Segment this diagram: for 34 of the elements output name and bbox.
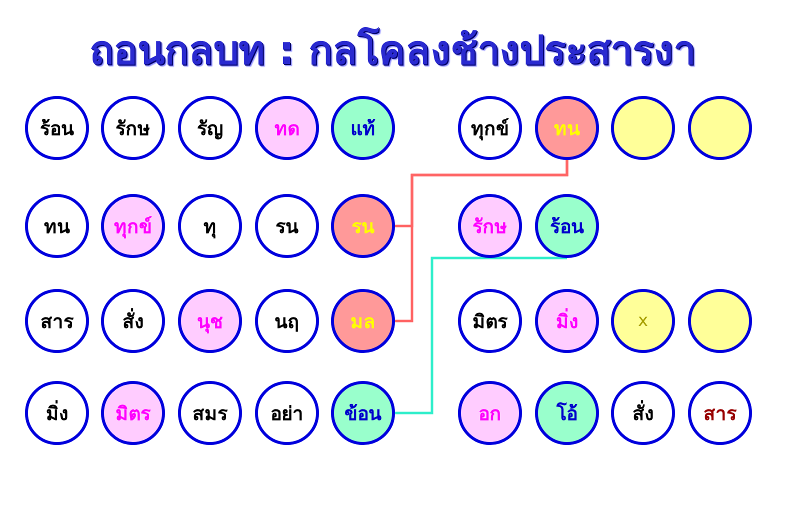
word-circle: มิตร [458, 289, 522, 353]
word-circle: อก [458, 381, 522, 445]
word-circle: นฤ [255, 289, 319, 353]
word-circle: ทน [535, 96, 599, 160]
word-circle: แท้ [331, 96, 395, 160]
word-circle: มิ่ง [25, 381, 89, 445]
word-circle: รักษ [458, 194, 522, 258]
word-circle: รน [255, 194, 319, 258]
word-circle: ร้อน [535, 194, 599, 258]
word-circle: มิตร [101, 381, 165, 445]
word-circle: ข้อน [331, 381, 395, 445]
word-circle: นุช [178, 289, 242, 353]
word-circle: ทุ [178, 194, 242, 258]
word-circle: ทุกข์ [101, 194, 165, 258]
word-circle: สมร [178, 381, 242, 445]
word-circle: ทน [25, 194, 89, 258]
word-circle: ร้อน [25, 96, 89, 160]
word-circle: รักษ [101, 96, 165, 160]
word-circle: ทุกข์ [458, 96, 522, 160]
word-circle: มล [331, 289, 395, 353]
connector-line [395, 160, 568, 322]
title: ถอนกลบท : กลโคลงช้างประสารงา [88, 26, 696, 76]
word-circle: อย่า [255, 381, 319, 445]
word-circle: โอ้ [535, 381, 599, 445]
word-circle: สั่ง [101, 289, 165, 353]
word-circle: สั่ง [611, 381, 675, 445]
word-circle: มิ่ง [535, 289, 599, 353]
word-circle: ทด [255, 96, 319, 160]
word-circle: รัญ [178, 96, 242, 160]
word-circle: สาร [688, 381, 752, 445]
word-circle: x [611, 289, 675, 353]
word-circle: สาร [25, 289, 89, 353]
word-circle: รน [331, 194, 395, 258]
connector-line [395, 256, 568, 414]
